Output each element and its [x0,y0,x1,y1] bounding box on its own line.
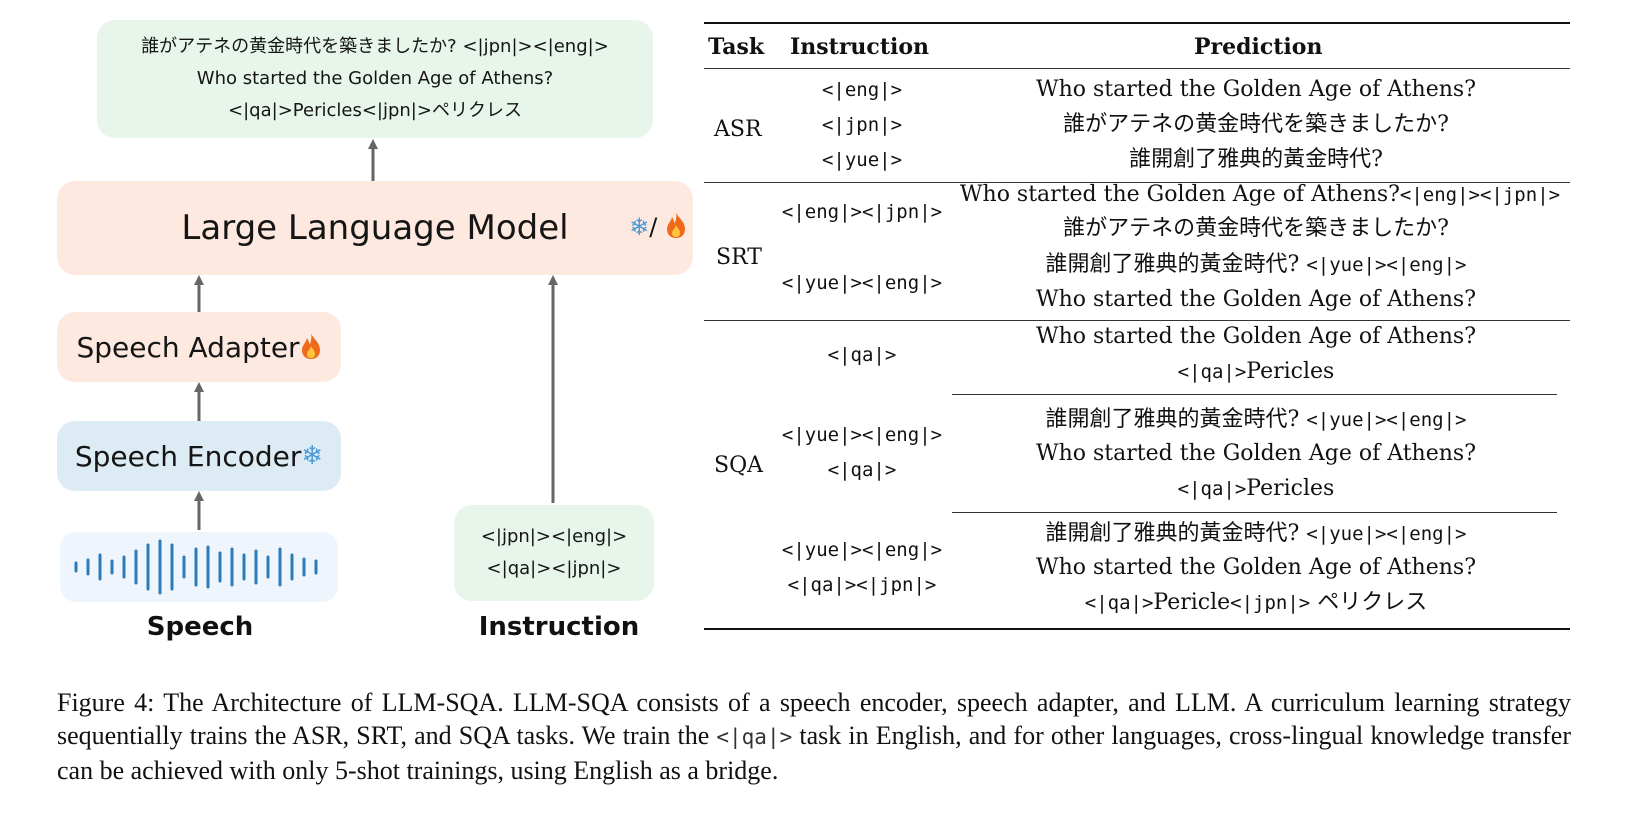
instruction-cell: <|yue|><|eng|> [781,539,943,561]
prediction-table: Task Instruction Prediction ASR <|eng|> … [704,22,1570,642]
prediction-cell: Who started the Golden Age of Athens?<|e… [950,181,1570,209]
sqa-group-rule [952,512,1557,513]
prediction-text: Who started the Golden Age of Athens? [1035,555,1476,580]
header-rule [704,68,1570,69]
prediction-cell: <|qa|>Pericle<|jpn|> ペリクレス [956,589,1556,617]
llm-status-icons: ❄/ [629,211,687,243]
waveform-icon [74,539,318,595]
speech-caption: Speech [146,612,254,642]
prediction-text: Who started the Golden Age of Athens? [1035,287,1476,312]
diagram-arrows [194,139,558,530]
icon-separator: / [649,213,658,241]
llm-label: Large Language Model [181,208,569,248]
prediction-tail: ペリクレス [1310,590,1428,615]
table-top-rule [704,22,1570,24]
snowflake-icon: ❄ [301,441,324,471]
prediction-cell: Who started the Golden Age of Athens? [956,554,1556,582]
instruction-caption: Instruction [478,612,640,642]
prediction-cell: Who started the Golden Age of Athens? [1035,77,1476,102]
prediction-tokens: <|yue|><|eng|> [1306,409,1467,431]
architecture-diagram: 誰がアテネの黄金時代を築きましたか? <|jpn|><|eng|> Who st… [0,0,710,660]
prediction-cell: 誰がアテネの黄金時代を築きましたか? [1063,112,1449,137]
prediction-text: Pericles [1246,359,1335,384]
speech-waveform-box [60,532,338,602]
header-instruction: Instruction [790,34,930,60]
prediction-cell: 誰開創了雅典的黃金時代? [1129,147,1383,172]
prediction-cell: Who started the Golden Age of Athens? [956,286,1556,314]
prediction-text: Who started the Golden Age of Athens? [959,182,1400,207]
prediction-prefix: <|qa|> [1177,361,1247,383]
instruction-cell: <|yue|><|eng|> [781,424,943,446]
prediction-cell: 誰開創了雅典的黃金時代? <|yue|><|eng|> [956,406,1556,434]
prediction-tokens: <|eng|><|jpn|> [1399,184,1561,206]
prediction-tokens: <|jpn|> [1230,592,1311,614]
speech-adapter-box: Speech Adapter [57,312,341,382]
llm-output-box: 誰がアテネの黄金時代を築きましたか? <|jpn|><|eng|> Who st… [97,20,653,138]
fire-icon [657,212,687,241]
prediction-text: 誰開創了雅典的黃金時代? [1045,407,1307,432]
instruction-cell: <|qa|> [827,459,897,481]
prediction-text: Pericles [1246,476,1335,501]
llm-box: Large Language Model ❄/ [57,181,693,275]
prediction-cell: 誰開創了雅典的黃金時代? <|yue|><|eng|> [956,251,1556,279]
header-prediction: Prediction [1194,34,1323,60]
prediction-cell: <|qa|>Pericles [956,358,1556,386]
speech-adapter-label: Speech Adapter [76,330,300,364]
caption-text: task in English, and for other languages… [57,721,1571,785]
prediction-prefix: <|qa|> [1177,478,1247,500]
speech-encoder-box: Speech Encoder ❄ [57,421,341,491]
instruction-cell: <|qa|> [827,344,897,366]
prediction-prefix: <|qa|> [1084,592,1154,614]
instruction-line: <|qa|><|jpn|> [486,558,622,579]
task-label-srt: SRT [716,245,762,270]
sqa-group-rule [952,394,1557,395]
speech-encoder-label: Speech Encoder [74,439,302,473]
asr-srt-rule [704,182,1570,183]
prediction-text: 誰開創了雅典的黃金時代? [1045,521,1307,546]
instruction-cell: <|qa|><|jpn|> [787,574,937,596]
prediction-text: Who started the Golden Age of Athens? [1035,441,1476,466]
caption-token: <|qa|> [716,725,793,749]
prediction-cell: <|qa|>Pericles [956,475,1556,503]
instruction-box: <|jpn|><|eng|> <|qa|><|jpn|> [454,505,654,601]
task-label-asr: ASR [714,117,762,142]
prediction-text: Who started the Golden Age of Athens? [1035,324,1476,349]
prediction-text: Pericle [1153,590,1231,615]
instruction-cell: <|eng|> [821,79,903,101]
instruction-cell: <|eng|><|jpn|> [781,201,943,223]
prediction-cell: 誰がアテネの黄金時代を築きましたか? [956,215,1556,243]
prediction-tokens: <|yue|><|eng|> [1306,254,1467,276]
srt-sqa-rule [704,320,1570,321]
instruction-line: <|jpn|><|eng|> [480,526,628,547]
fire-icon [300,331,322,364]
snowflake-icon: ❄ [629,213,650,241]
output-line: 誰がアテネの黄金時代を築きましたか? <|jpn|><|eng|> [141,36,609,57]
table-bottom-rule [704,628,1570,630]
prediction-cell: Who started the Golden Age of Athens? [956,323,1556,351]
prediction-cell: 誰開創了雅典的黃金時代? <|yue|><|eng|> [956,520,1556,548]
figure-caption: Figure 4: The Architecture of LLM-SQA. L… [57,686,1571,787]
prediction-text: 誰がアテネの黄金時代を築きましたか? [1063,216,1449,241]
prediction-cell: Who started the Golden Age of Athens? [956,440,1556,468]
output-line: Who started the Golden Age of Athens? [196,68,554,89]
instruction-cell: <|yue|><|eng|> [781,272,943,294]
caption-text: Figure 4: The Architecture of LLM-SQA. L… [57,688,1571,750]
instruction-cell: <|yue|> [821,149,903,171]
output-line: <|qa|>Pericles<|jpn|>ペリクレス [228,100,522,121]
prediction-tokens: <|yue|><|eng|> [1306,523,1467,545]
task-label-sqa: SQA [714,453,763,478]
header-task: Task [708,34,765,60]
instruction-cell: <|jpn|> [821,114,903,136]
prediction-text: 誰開創了雅典的黃金時代? [1045,252,1307,277]
